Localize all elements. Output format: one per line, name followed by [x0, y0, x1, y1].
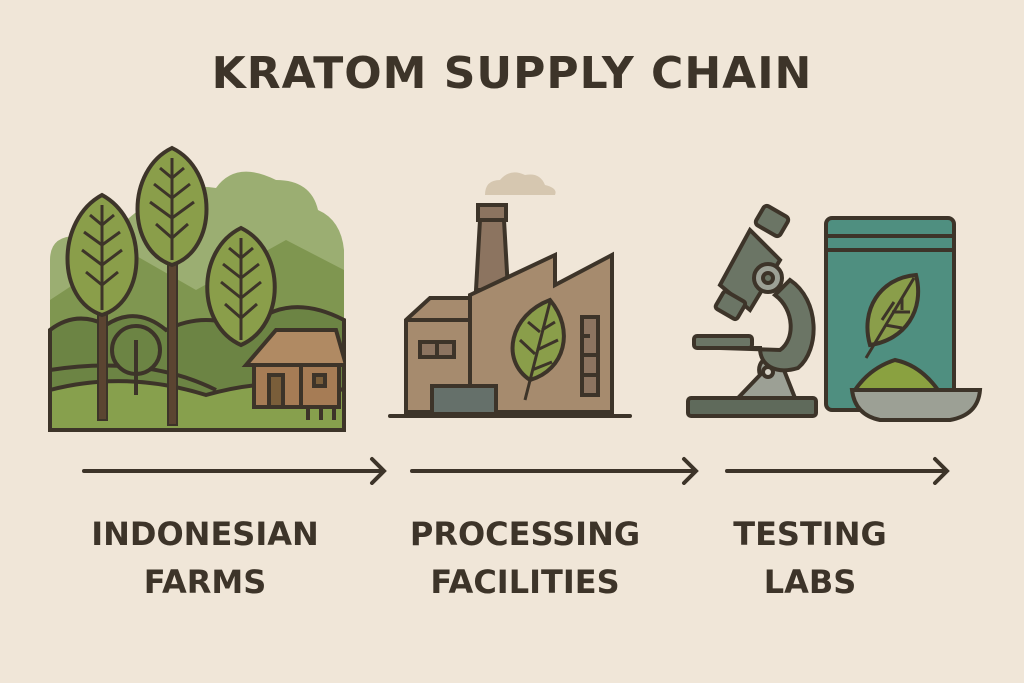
arrow-right-icon	[82, 457, 387, 485]
factory-icon	[388, 172, 632, 418]
label-line: PROCESSING	[409, 515, 641, 553]
label-line: LABS	[763, 563, 857, 601]
label-line: FACILITIES	[430, 563, 620, 601]
stage-label-farms: INDONESIAN FARMS	[60, 510, 350, 606]
arrow-right-icon	[725, 457, 950, 485]
label-line: INDONESIAN	[91, 515, 319, 553]
stage-label-processing: PROCESSING FACILITIES	[385, 510, 665, 606]
forest-farm-icon	[48, 145, 346, 432]
microscope-pouch-icon	[686, 203, 983, 422]
page-title: KRATOM SUPPLY CHAIN	[211, 48, 813, 99]
stage-label-testing: TESTING LABS	[710, 510, 910, 606]
arrow-right-icon	[410, 457, 699, 485]
label-line: TESTING	[733, 515, 887, 553]
label-line: FARMS	[143, 563, 267, 601]
